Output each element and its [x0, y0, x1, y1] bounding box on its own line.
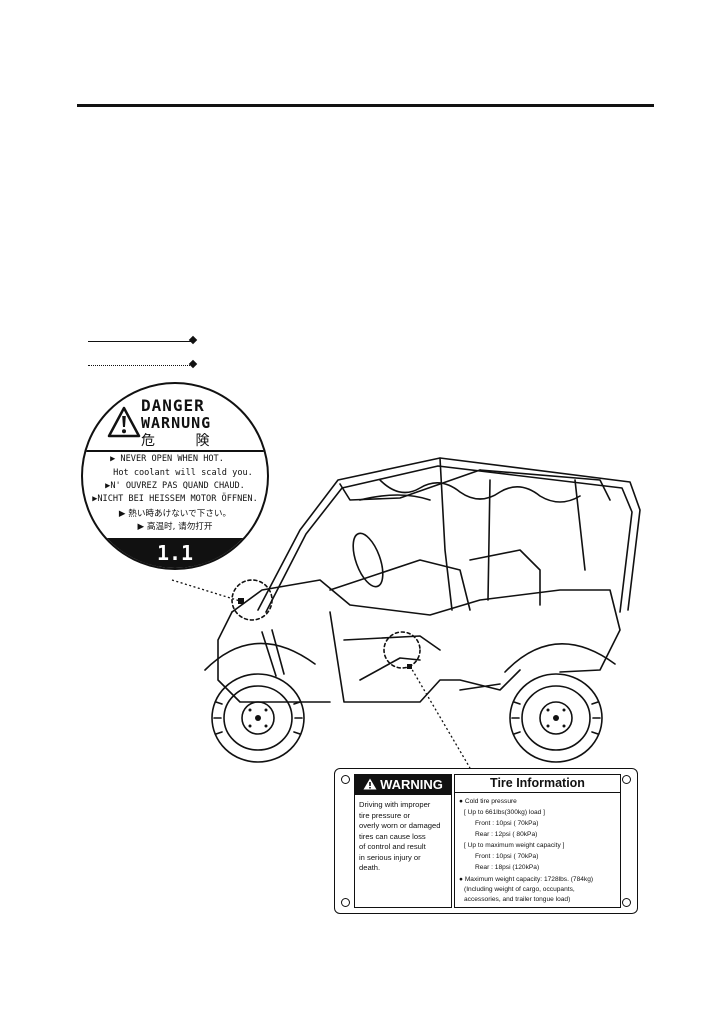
tire-information-label: WARNING Driving with improper tire press…: [334, 768, 638, 914]
tire-info-line: (Including weight of cargo, occupants,: [464, 886, 575, 893]
tire-info-line: [ Up to 661lbs(300kg) load ]: [464, 809, 546, 816]
mounting-hole-icon: [341, 898, 350, 907]
legend-diamond-icon: [188, 335, 198, 345]
legend-solid-line: [88, 335, 198, 345]
tire-info-line: ● Cold tire pressure: [459, 798, 517, 805]
mounting-hole-icon: [622, 898, 631, 907]
warning-triangle-icon: [107, 406, 141, 438]
warning-text-line: tires can cause loss: [359, 831, 426, 841]
header-rule: [77, 104, 654, 107]
danger-line: Hot coolant will scald you.: [113, 468, 253, 478]
tire-info-title: Tire Information: [455, 775, 620, 793]
danger-label-footer: 1.1: [83, 538, 267, 568]
tire-warning-title: WARNING: [380, 777, 443, 792]
radiator-cap-danger-label: DANGER WARNUNG 危 険 ▶ NEVER OPEN WHEN HOT…: [81, 382, 269, 570]
legend-diamond-icon: [188, 359, 198, 369]
danger-title: DANGER: [141, 396, 205, 415]
danger-line: ▶ 高温时, 请勿打开: [137, 522, 213, 532]
kiken-title: 危 険: [141, 433, 228, 449]
danger-line: ▶ NEVER OPEN WHEN HOT.: [110, 454, 224, 464]
tire-warning-text: Driving with improper tire pressure or o…: [355, 795, 451, 879]
tire-warning-panel: WARNING Driving with improper tire press…: [354, 774, 452, 908]
warning-text-line: in serious injury or: [359, 852, 421, 862]
danger-label-header: DANGER WARNUNG 危 険: [83, 384, 267, 452]
tire-info-line: Rear : 12psi ( 80kPa): [475, 831, 538, 838]
tire-info-line: Rear : 18psi (120kPa): [475, 864, 540, 871]
side-by-side-vehicle-illustration: [171, 457, 641, 769]
warning-text-line: of control and result: [359, 842, 426, 851]
tire-info-panel: Tire Information ● Cold tire pressure [ …: [454, 774, 621, 908]
tire-info-line: ● Maximum weight capacity: 1728lbs. (784…: [459, 876, 594, 883]
danger-line: ▶ 熱い時あけないで下さい。: [118, 509, 232, 519]
mounting-hole-icon: [622, 775, 631, 784]
warnung-title: WARNUNG: [141, 414, 212, 432]
warning-text-line: tire pressure or: [359, 810, 411, 820]
tire-info-line: [ Up to maximum weight capacity ]: [464, 842, 565, 849]
tire-info-line: Front : 10psi ( 70kPa): [475, 820, 539, 827]
tire-info-line: Front : 10psi ( 70kPa): [475, 853, 539, 860]
warning-triangle-icon: [363, 778, 377, 790]
warning-text-line: death.: [359, 863, 381, 872]
legend-dotted-line: [88, 359, 198, 369]
mounting-hole-icon: [341, 775, 350, 784]
danger-line: ▶N' OUVREZ PAS QUAND CHAUD.: [105, 481, 245, 491]
tire-info-line: accessories, and trailer tongue load): [464, 896, 571, 903]
warning-text-line: Driving with improper: [359, 800, 431, 809]
tire-warning-header: WARNING: [355, 775, 451, 795]
danger-line: ▶NICHT BEI HEISSEM MOTOR ÖFFNEN.: [92, 494, 258, 504]
warning-text-line: overly worn or damaged: [359, 821, 441, 830]
